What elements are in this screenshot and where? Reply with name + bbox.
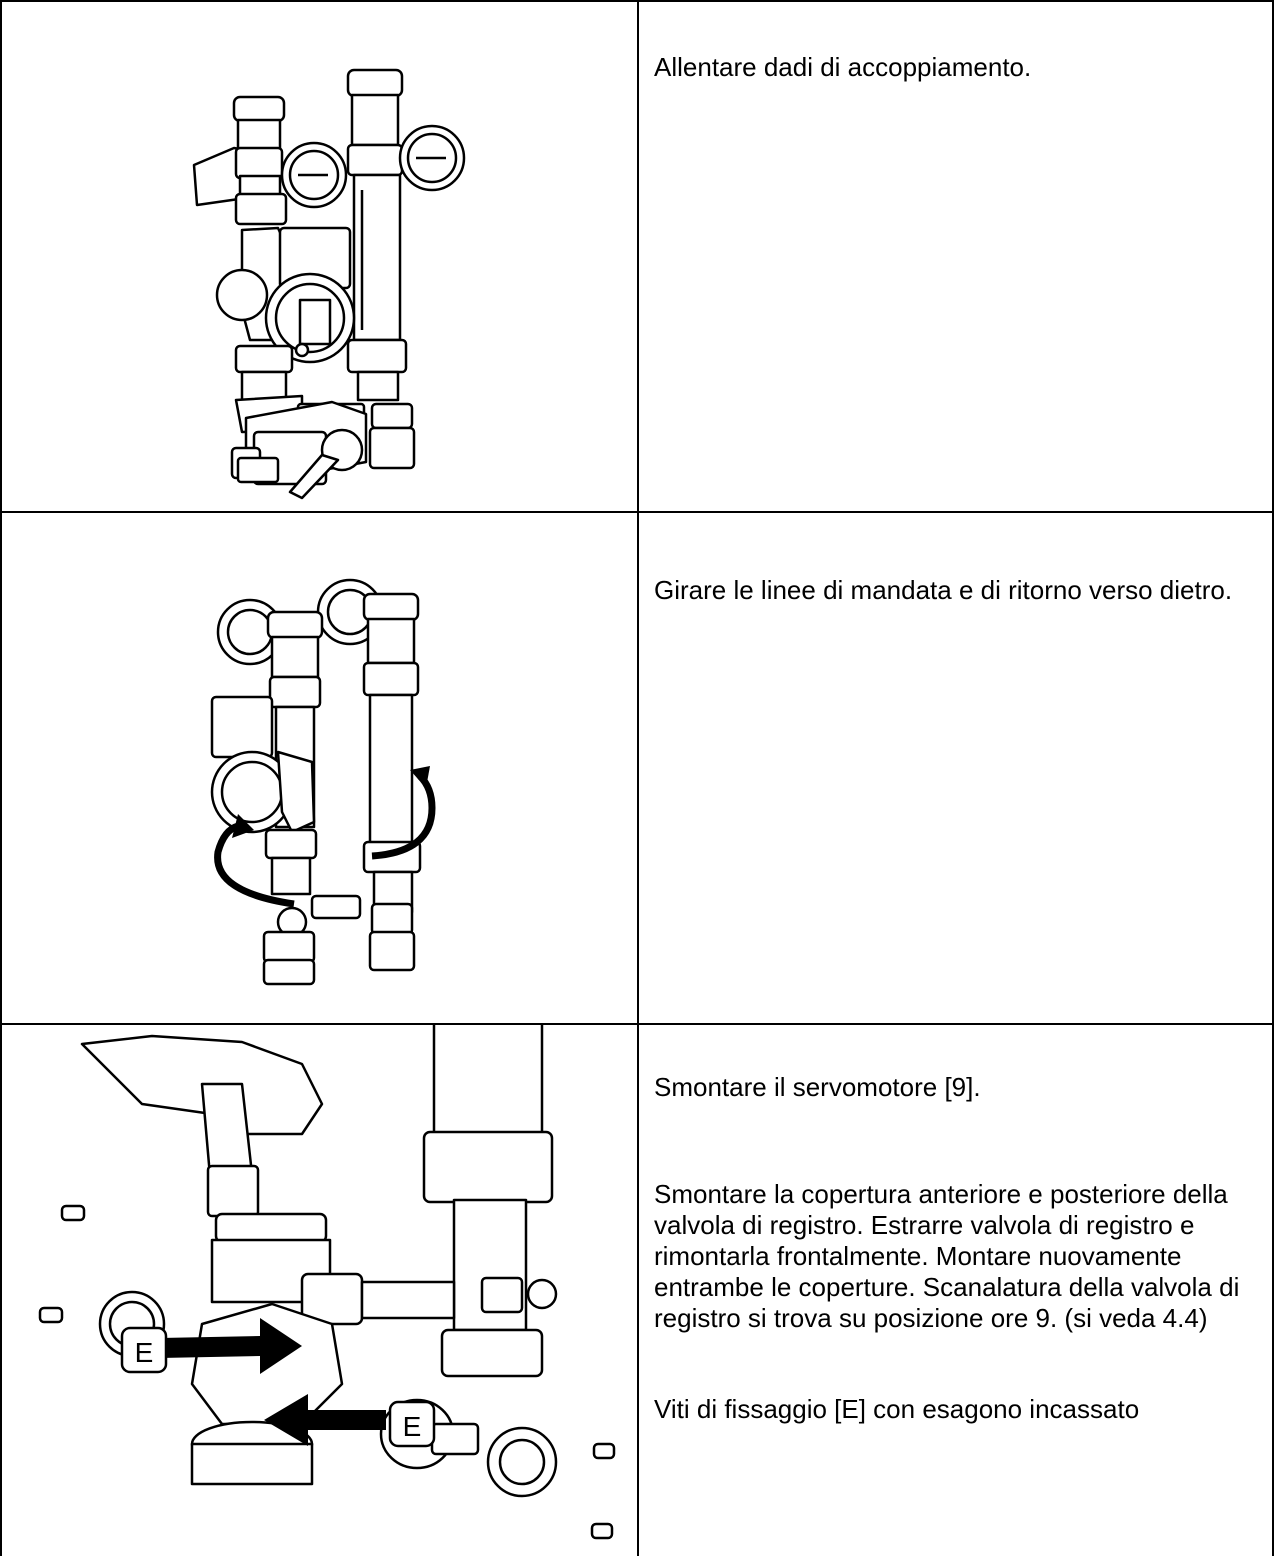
rotation-arrowheads [232,766,430,838]
callout-label-e-right: E [388,1400,436,1448]
pump-group-rotation-illustration [2,512,639,1024]
step-3-paragraph-2: Smontare la copertura anteriore e poster… [654,1179,1240,1333]
table-divider-row-1 [0,511,1274,513]
table-row: E E Smontare il servomotore [9]. Smontar… [0,1024,1274,1556]
step-3-text: Smontare il servomotore [9]. Smontare la… [654,1072,1254,1425]
step-3-paragraph-1: Smontare il servomotore [9]. [654,1072,981,1102]
step-2-instruction: Girare le linee di mandata e di ritorno … [654,575,1233,605]
step-1-instruction: Allentare dadi di accoppiamento. [654,52,1032,82]
table-border-right [1272,0,1274,1556]
step-2-text: Girare le linee di mandata e di ritorno … [654,575,1254,606]
callout-e-1: E [135,1337,154,1368]
table-row: Allentare dadi di accoppiamento. [0,0,1274,512]
rotation-arrows [214,773,436,908]
valve-disassembly-drawing: E E [38,1024,616,1540]
table-row: Girare le linee di mandata e di ritorno … [0,512,1274,1024]
step-1-text: Allentare dadi di accoppiamento. [654,52,1254,83]
table-divider-vertical [637,0,639,1556]
callout-label-e-left: E [120,1326,168,1374]
table-border-left [0,0,2,1556]
callout-e-2: E [403,1411,422,1442]
mixing-valve-detail-illustration: E E [2,1024,639,1556]
pump-group-front-drawing [192,68,466,500]
pump-group-illustration [2,0,639,512]
callout-arrows [160,1318,386,1446]
pump-group-rotated-drawing [210,578,436,986]
table-divider-row-2 [0,1023,1274,1025]
step-3-paragraph-3: Viti di fissaggio [E] con esagono incass… [654,1394,1140,1424]
